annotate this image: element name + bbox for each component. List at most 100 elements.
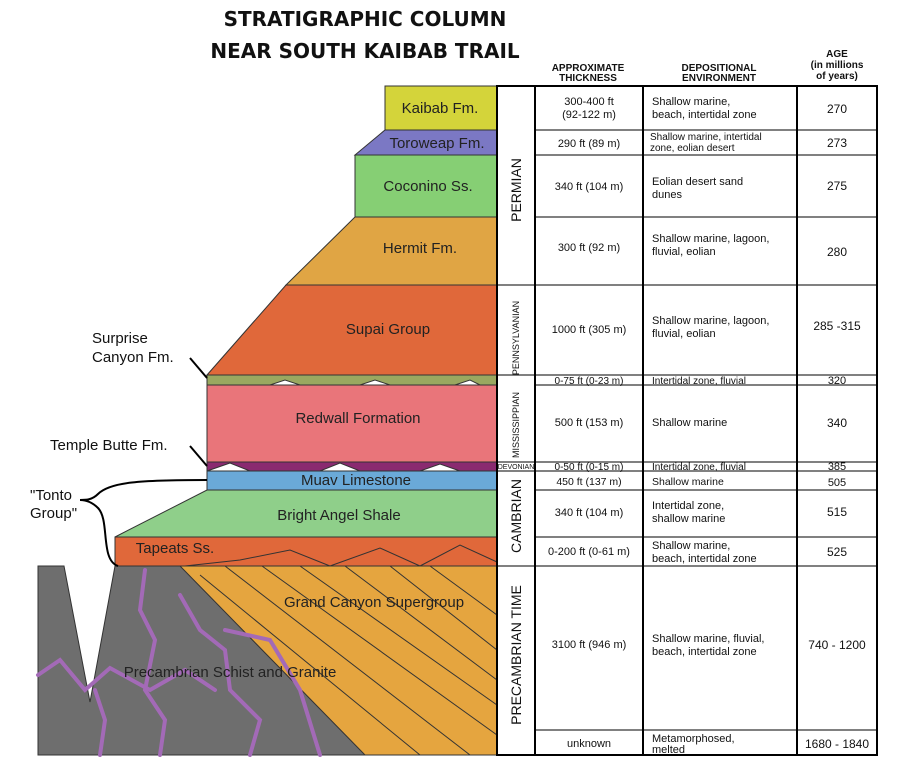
thickness-cell: unknown	[567, 738, 611, 750]
age-cell: 273	[827, 136, 847, 150]
formation-labels: Kaibab Fm. Toroweap Fm. Coconino Ss. Her…	[124, 100, 485, 681]
period-precambrian: PRECAMBRIAN TIME	[508, 585, 524, 725]
label-grand-canyon-supergroup: Grand Canyon Supergroup	[284, 594, 464, 611]
header-age-1: AGE	[826, 49, 848, 60]
label-surprise-canyon-2: Canyon Fm.	[92, 349, 174, 366]
table-row: 0-200 ft (0-61 m) Shallow marine, beach,…	[548, 540, 847, 565]
table-row: 300-400 ft (92-122 m) Shallow marine, be…	[562, 96, 847, 121]
leader-surprise-canyon	[189, 357, 208, 379]
environment-cell: Metamorphosed,	[652, 733, 735, 745]
header-environment-2: ENVIRONMENT	[682, 73, 756, 84]
thickness-cell: 500 ft (153 m)	[555, 417, 623, 429]
label-toroweap: Toroweap Fm.	[389, 135, 484, 152]
thickness-cell: 300-400 ft	[564, 96, 614, 108]
title-line-1: STRATIGRAPHIC COLUMN	[224, 7, 507, 31]
environment-cell: Shallow marine	[652, 476, 724, 488]
age-cell: 515	[827, 505, 847, 519]
layer-temple-butte	[206, 461, 498, 472]
thickness-cell: 300 ft (92 m)	[558, 242, 620, 254]
environment-cell: Shallow marine, lagoon,	[652, 233, 769, 245]
period-permian: PERMIAN	[508, 158, 524, 222]
table-row: 290 ft (89 m) Shallow marine, intertidal…	[558, 132, 848, 154]
table-row: 3100 ft (946 m) Shallow marine, fluvial,…	[552, 633, 866, 658]
title-line-2: NEAR SOUTH KAIBAB TRAIL	[210, 39, 520, 63]
header-thickness-2: THICKNESS	[559, 73, 617, 84]
thickness-cell: 0-50 ft (0-15 m)	[555, 462, 624, 473]
period-cambrian: CAMBRIAN	[508, 479, 524, 553]
period-mississippian: MISSISSIPPIAN	[511, 392, 521, 458]
table-row: 340 ft (104 m) Eolian desert sand dunes …	[555, 176, 848, 201]
environment-cell: Shallow marine, lagoon,	[652, 315, 769, 327]
side-labels: Surprise Canyon Fm. Temple Butte Fm. "To…	[30, 330, 208, 567]
age-cell: 1680 - 1840	[805, 737, 869, 751]
age-cell: 505	[828, 477, 846, 489]
label-bright-angel: Bright Angel Shale	[277, 507, 400, 524]
label-supai: Supai Group	[346, 321, 430, 338]
leader-temple-butte	[189, 445, 208, 467]
table-rows: 300-400 ft (92-122 m) Shallow marine, be…	[548, 96, 869, 756]
age-cell: 275	[827, 179, 847, 193]
header-environment-1: DEPOSITIONAL	[681, 63, 756, 74]
age-cell: 270	[827, 102, 847, 116]
age-cell: 320	[828, 375, 846, 387]
thickness-cell: 0-75 ft (0-23 m)	[555, 376, 624, 387]
environment-cell: Eolian desert sand	[652, 176, 743, 188]
environment-cell: beach, intertidal zone	[652, 553, 757, 565]
layer-surprise-canyon	[206, 374, 498, 386]
thickness-cell: 340 ft (104 m)	[555, 507, 623, 519]
table-row: 340 ft (104 m) Intertidal zone, shallow …	[555, 500, 848, 525]
granite-veins	[36, 568, 322, 757]
label-surprise-canyon-1: Surprise	[92, 330, 148, 347]
environment-cell: fluvial, eolian	[652, 328, 716, 340]
environment-cell: Shallow marine, intertidal	[650, 132, 762, 143]
environment-cell: beach, intertidal zone	[652, 109, 757, 121]
table-row: 0-75 ft (0-23 m) Intertidal zone, fluvia…	[555, 375, 847, 387]
age-cell: 280	[827, 245, 847, 259]
environment-cell: Shallow marine,	[652, 540, 730, 552]
environment-cell: Shallow marine,	[652, 96, 730, 108]
environment-cell: Intertidal zone, fluvial	[652, 376, 746, 387]
table-row: 0-50 ft (0-15 m) Intertidal zone, fluvia…	[555, 461, 847, 473]
label-coconino: Coconino Ss.	[383, 178, 472, 195]
table-row: 1000 ft (305 m) Shallow marine, lagoon, …	[552, 315, 861, 340]
label-muav: Muav Limestone	[301, 472, 411, 489]
environment-cell: zone, eolian desert	[650, 143, 735, 154]
header-age-3: of years)	[816, 71, 858, 82]
thickness-cell: 1000 ft (305 m)	[552, 324, 627, 336]
environment-cell: Shallow marine, fluvial,	[652, 633, 765, 645]
label-redwall: Redwall Formation	[295, 410, 420, 427]
label-hermit: Hermit Fm.	[383, 240, 457, 257]
table-headers: APPROXIMATE THICKNESS DEPOSITIONAL ENVIR…	[552, 49, 864, 84]
label-temple-butte: Temple Butte Fm.	[50, 437, 168, 454]
environment-cell: beach, intertidal zone	[652, 646, 757, 658]
header-thickness-1: APPROXIMATE	[552, 63, 625, 74]
tonto-bracket	[79, 479, 208, 567]
header-age-2: (in millions	[811, 60, 864, 71]
supergroup-bands	[184, 544, 498, 756]
table-row: unknown Metamorphosed, melted 1680 - 184…	[567, 733, 869, 756]
table-row: 300 ft (92 m) Shallow marine, lagoon, fl…	[558, 233, 848, 259]
label-tonto-group-2: Group"	[30, 505, 77, 522]
period-pennsylvanian: PENNSYLVANIAN	[511, 301, 521, 375]
thickness-cell: 290 ft (89 m)	[558, 138, 620, 150]
table-row: 500 ft (153 m) Shallow marine 340	[555, 416, 848, 430]
age-cell: 285 -315	[813, 319, 861, 333]
environment-cell: fluvial, eolian	[652, 246, 716, 258]
label-tonto-group-1: "Tonto	[30, 487, 72, 504]
period-labels: PERMIAN PENNSYLVANIAN MISSISSIPPIAN DEVO…	[498, 158, 535, 725]
environment-cell: Intertidal zone, fluvial	[652, 462, 746, 473]
thickness-cell: 450 ft (137 m)	[556, 476, 621, 488]
label-precambrian: Precambrian Schist and Granite	[124, 664, 337, 681]
age-cell: 525	[827, 545, 847, 559]
environment-cell: melted	[652, 744, 685, 756]
thickness-cell: 0-200 ft (0-61 m)	[548, 546, 630, 558]
table-row: 450 ft (137 m) Shallow marine 505	[556, 476, 846, 489]
label-kaibab: Kaibab Fm.	[402, 100, 479, 117]
table-grid	[496, 85, 878, 756]
environment-cell: Shallow marine	[652, 417, 727, 429]
thickness-cell: 3100 ft (946 m)	[552, 639, 627, 651]
age-cell: 385	[828, 461, 846, 473]
environment-cell: Intertidal zone,	[652, 500, 724, 512]
age-cell: 740 - 1200	[808, 638, 866, 652]
